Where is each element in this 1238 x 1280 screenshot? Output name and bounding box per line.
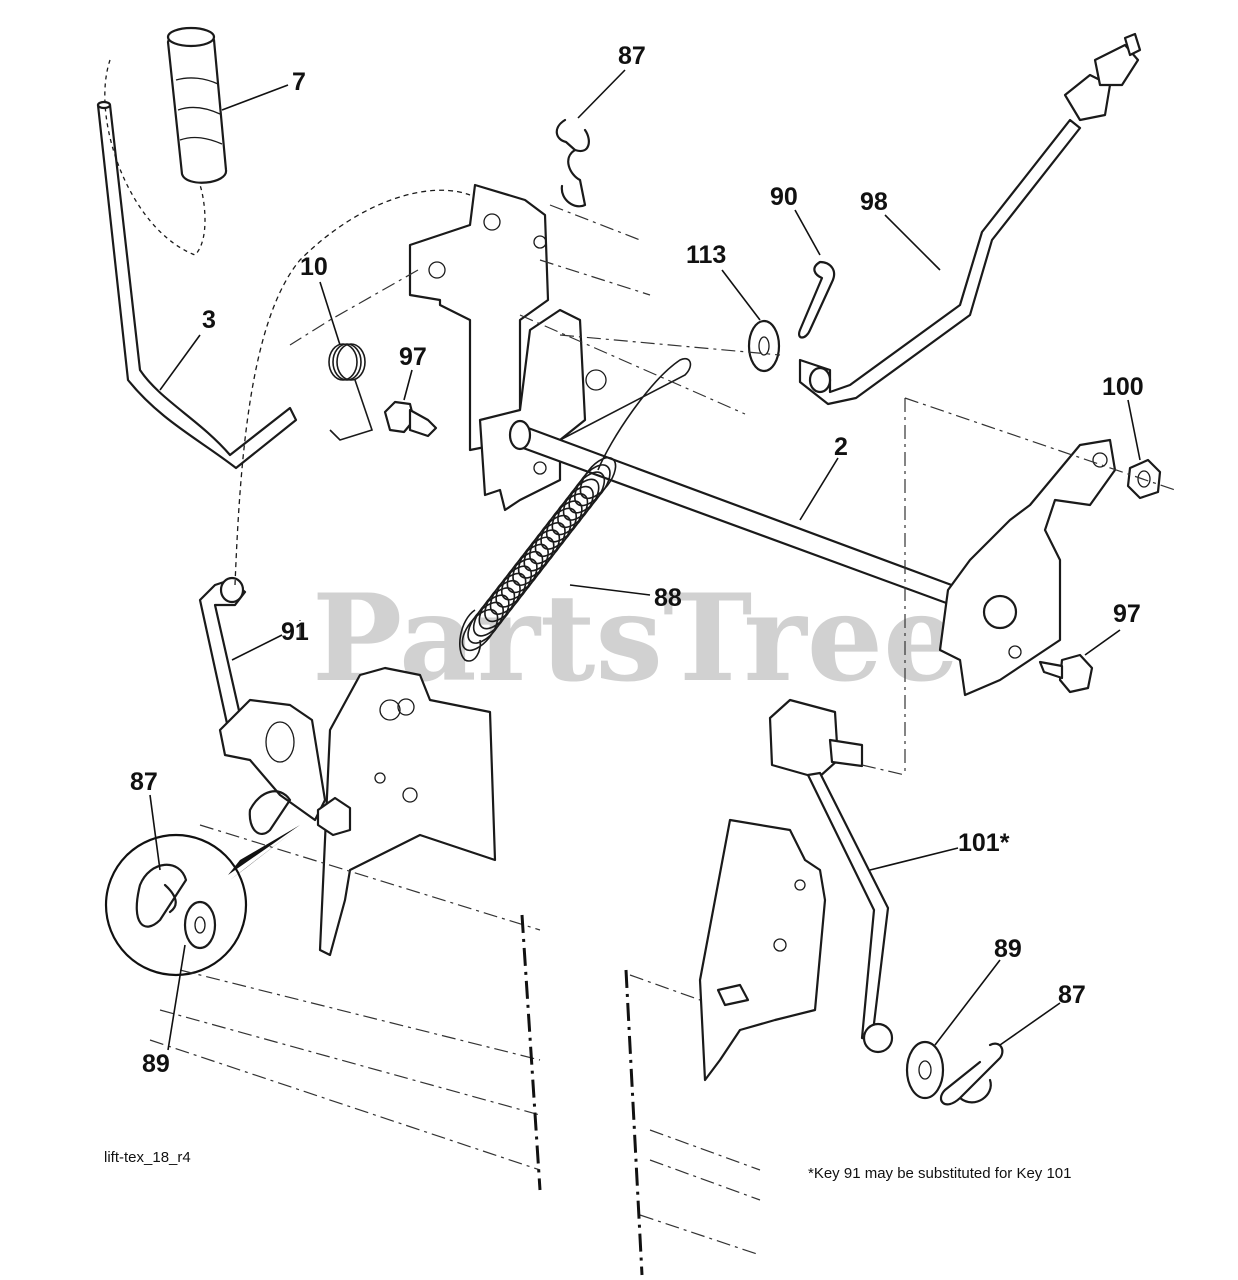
cotter-pin-part-90[interactable] <box>798 260 836 339</box>
callout-87-left: 87 <box>130 768 158 796</box>
callout-97-right: 97 <box>1113 600 1141 628</box>
spring-coil <box>529 522 566 565</box>
spring-coil <box>517 536 555 579</box>
adjustment-rod-part-98[interactable] <box>798 32 1142 406</box>
spring-coil <box>495 565 533 608</box>
spring-coil <box>557 485 594 529</box>
spring-coil <box>478 587 516 630</box>
torsion-spring-part-10[interactable] <box>328 343 374 441</box>
callout-89-left: 89 <box>142 1050 170 1078</box>
callout-3: 3 <box>202 306 216 334</box>
magnified-inset <box>104 825 300 977</box>
callout-90: 90 <box>770 183 798 211</box>
spring-coil <box>461 608 499 652</box>
spring-coil <box>506 550 544 594</box>
lift-arm-right <box>938 438 1117 697</box>
spring-coil <box>540 507 578 550</box>
callout-98: 98 <box>860 188 888 216</box>
callout-87-top: 87 <box>618 42 646 70</box>
hairpin-clip-part-87-top[interactable] <box>555 118 590 208</box>
spring-coil <box>512 543 549 586</box>
spring-coil <box>484 579 521 623</box>
deck-bracket-right <box>698 818 827 1082</box>
spring-coil <box>545 500 583 543</box>
leader-lines <box>149 69 1141 1051</box>
callout-101: 101* <box>958 829 1010 857</box>
spring-coil <box>568 471 606 514</box>
callout-88: 88 <box>654 584 682 612</box>
spring-coil <box>562 478 600 521</box>
callout-113: 113 <box>686 241 726 269</box>
callout-10: 10 <box>300 253 328 281</box>
hairpin-clip-part-87-right[interactable] <box>939 1042 1004 1106</box>
callout-91: 91 <box>281 618 309 646</box>
shoulder-bolt-part-97-right[interactable] <box>1038 653 1094 694</box>
callout-labels: 7 87 3 10 97 113 90 98 100 2 88 91 97 87… <box>130 42 1144 1078</box>
callout-7: 7 <box>292 68 306 96</box>
spring-coil <box>574 464 611 507</box>
drawing-id: lift-tex_18_r4 <box>104 1149 191 1166</box>
washer-part-89-right[interactable] <box>905 1040 945 1100</box>
footnote: *Key 91 may be substituted for Key 101 <box>808 1165 1072 1182</box>
handle-grip-part-7[interactable] <box>166 26 228 184</box>
spring-coil <box>472 594 510 637</box>
spring-coil <box>579 456 617 500</box>
lift-lever-part-3[interactable] <box>96 100 298 470</box>
deck-bracket-left <box>218 666 497 957</box>
spring-coil <box>551 493 589 536</box>
callout-87-right: 87 <box>1058 981 1086 1009</box>
spring-coil <box>489 572 527 615</box>
spring-coil <box>534 514 572 558</box>
lift-bracket <box>408 183 607 512</box>
shoulder-bolt-part-97-left[interactable] <box>383 400 438 438</box>
extension-spring-part-88[interactable] <box>456 357 692 662</box>
spring-coil <box>523 529 561 572</box>
washer-part-113[interactable] <box>747 319 781 373</box>
callout-89-right: 89 <box>994 935 1022 963</box>
callout-97-left: 97 <box>399 343 427 371</box>
centerlines <box>149 189 1176 1276</box>
lift-link-part-101[interactable] <box>768 698 894 1054</box>
callout-100: 100 <box>1102 373 1144 401</box>
spring-coil <box>467 601 504 644</box>
spring-coil <box>500 558 538 601</box>
callout-2: 2 <box>834 433 848 461</box>
